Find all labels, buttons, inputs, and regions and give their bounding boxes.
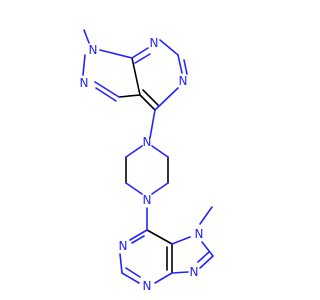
bond-npip1-c2	[151, 145, 169, 158]
bond-n7-c8	[201, 241, 214, 257]
bond-n1-c2	[119, 253, 123, 274]
bond-n2-c3	[94, 81, 120, 98]
atom-n5-pyrimidine: N	[179, 74, 188, 88]
atom-n2-pyrazole: N	[80, 76, 89, 90]
bond-c6-n5	[177, 54, 183, 74]
atom-n3-purine: N	[143, 279, 152, 293]
bond-n9-c4	[171, 271, 189, 274]
bond-c8-n9	[199, 255, 214, 269]
bond-c3a-c4-double	[142, 89, 159, 106]
bond-n1-n2	[82, 54, 86, 76]
bond-c6-c5	[146, 229, 173, 245]
bond-c2-n3	[121, 272, 140, 284]
bond-n1-methyl	[83, 29, 90, 44]
bond-c8-n9-double	[197, 251, 210, 263]
bond-c6-n1-double	[131, 235, 145, 244]
bond-c5-n7	[171, 236, 191, 245]
bond-c6-n5-double	[183, 59, 188, 75]
bond-c6-n1	[129, 229, 148, 241]
molecule-structure: N N N N N N N N N N	[80, 29, 214, 293]
bond-c4-npip	[149, 109, 156, 139]
bond-c3a-c7a	[131, 57, 141, 96]
molecule-canvas: N N N N N N N N N N	[80, 29, 214, 293]
bond-n2-c3-double	[95, 87, 117, 102]
bond-c3-c3a	[118, 94, 141, 98]
bond-c7a-n7	[131, 47, 149, 59]
atom-n9-purine: N	[190, 265, 199, 279]
bond-n5-c4	[154, 87, 179, 111]
atom-n-piperazine-top: N	[143, 135, 152, 149]
atom-n7-pyrimidine: N	[150, 36, 159, 50]
bond-c3a-c4	[139, 94, 156, 111]
atom-n-piperazine-bottom: N	[143, 193, 152, 207]
atom-n1-pyrazole: N	[89, 43, 98, 57]
bond-c5-npip4	[125, 182, 143, 195]
carbon-bonds	[118, 57, 173, 274]
bond-npip1-c6	[125, 145, 143, 158]
atom-n1-purine: N	[119, 239, 128, 253]
nitrogen-bonds	[82, 29, 214, 284]
bond-c3-npip4	[151, 182, 169, 195]
atom-n7-purine: N	[195, 227, 204, 241]
bond-n3-c4	[154, 272, 173, 284]
bond-c7a-n7-double	[134, 53, 151, 64]
atom-labels: N N N N N N N N N N	[80, 36, 204, 293]
bond-c2-n3-double	[125, 267, 141, 278]
bond-n1-c7a	[99, 49, 133, 59]
bond-n7-c6	[159, 39, 179, 56]
bond-n7-methyl	[199, 206, 213, 225]
